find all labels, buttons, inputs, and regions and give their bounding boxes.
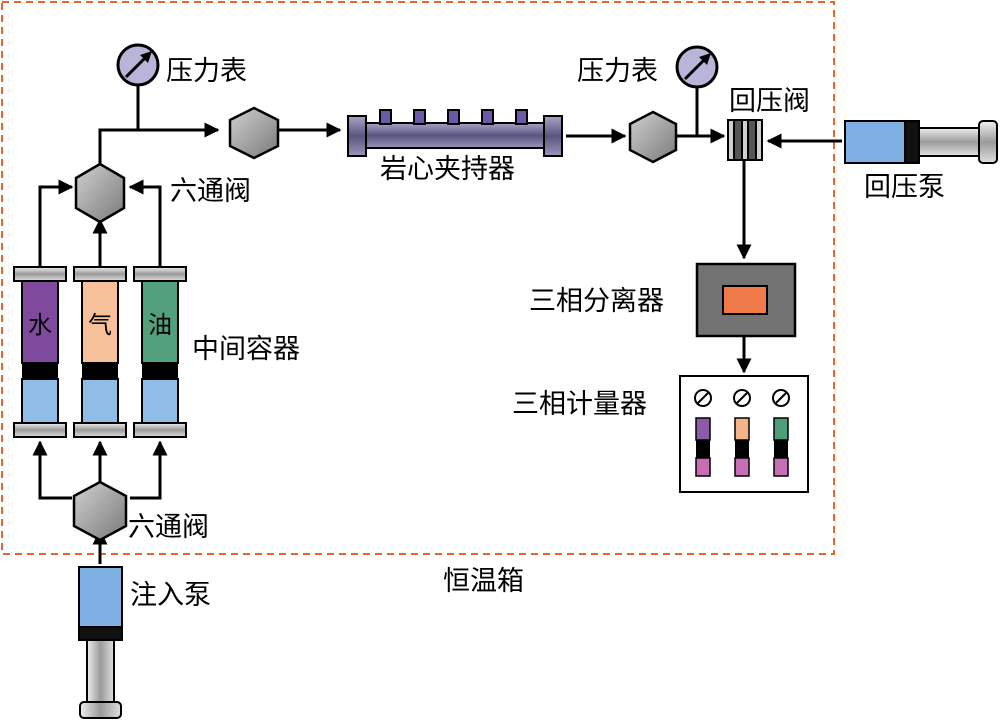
core-stud	[515, 109, 528, 125]
intermediate-container-3: 油	[133, 266, 187, 438]
core-stud	[413, 109, 426, 125]
pressure-gauge-left-icon	[116, 43, 160, 87]
core-holder-label: 岩心夹持器	[380, 154, 515, 185]
core-holder-icon	[347, 109, 563, 157]
six-way-valve-top-label: 六通阀	[170, 176, 251, 207]
core-stud	[379, 109, 392, 125]
back-pressure-valve-icon	[727, 119, 763, 161]
hex-valve-outlet-icon	[628, 110, 678, 164]
core-stud	[447, 109, 460, 125]
injection-pump-label: 注入泵	[130, 580, 211, 611]
container-label: 油	[148, 311, 172, 339]
three-phase-separator-label: 三相分离器	[529, 286, 664, 317]
three-phase-separator-icon	[695, 262, 797, 338]
back-pressure-pump-label: 回压泵	[864, 172, 945, 203]
intermediate-container-2: 气	[73, 266, 127, 438]
pressure-gauge-right-icon	[675, 45, 719, 89]
thermostat-label: 恒温箱	[443, 566, 524, 597]
container-label: 水	[28, 311, 52, 339]
back-pressure-pump-icon	[844, 120, 998, 164]
intermediate-containers: 水气油	[13, 266, 187, 438]
six-way-valve-top-icon	[74, 162, 126, 224]
back-pressure-valve-label: 回压阀	[729, 86, 810, 117]
injection-pump-icon	[78, 566, 123, 719]
hex-valve-inlet-icon	[228, 106, 280, 160]
six-way-valve-bottom-icon	[72, 480, 128, 542]
thermostat-box	[1, 1, 835, 555]
intermediate-container-1: 水	[13, 266, 67, 438]
three-phase-meter-icon	[679, 375, 809, 493]
pipes	[32, 86, 842, 564]
core-stud	[481, 109, 494, 125]
intermediate-container-label: 中间容器	[192, 334, 300, 365]
pressure-gauge-left-label: 压力表	[166, 56, 247, 87]
container-label: 气	[88, 311, 112, 339]
meter-tube-1	[694, 389, 712, 477]
six-way-valve-bottom-label: 六通阀	[128, 512, 209, 543]
three-phase-meter-label: 三相计量器	[512, 389, 647, 420]
meter-tube-2	[733, 389, 751, 477]
meter-tube-3	[772, 389, 790, 477]
pressure-gauge-right-label: 压力表	[577, 56, 658, 87]
